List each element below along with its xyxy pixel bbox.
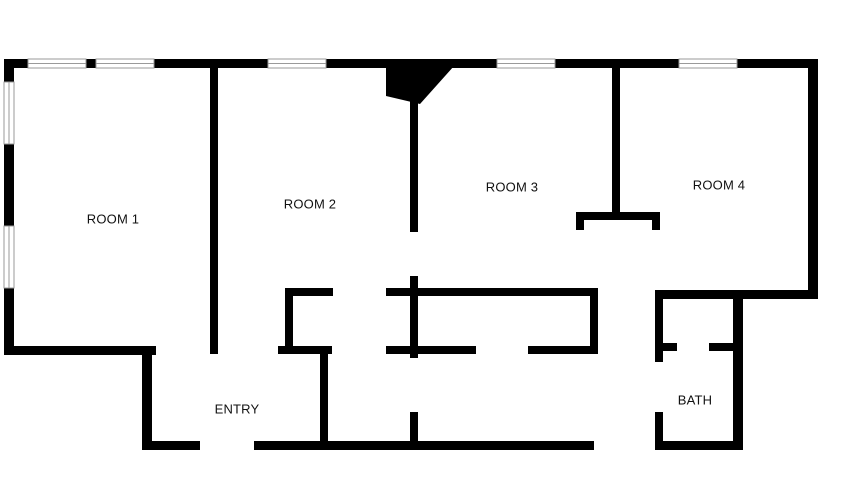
- window-left-2: [3, 225, 15, 289]
- wall-hall-left: [285, 288, 293, 354]
- wall-room1-bottom: [4, 346, 156, 355]
- wall-room3-room4: [612, 66, 620, 216]
- wall-bottom-a: [142, 441, 200, 450]
- wall-bottom-b: [254, 441, 594, 450]
- doorway-bath: [654, 362, 664, 412]
- wall-room1-room2: [210, 66, 218, 354]
- wall-top: [4, 59, 818, 68]
- room-4-label: ROOM 4: [693, 177, 745, 192]
- wall-room2-room3-upper: [410, 96, 418, 232]
- window-top-5: [678, 58, 738, 69]
- doorway-room2: [222, 345, 278, 356]
- wall-bath-top-a: [655, 343, 677, 351]
- wall-room2-room3-lower: [410, 276, 418, 358]
- wall-hall-bottom-a: [278, 346, 332, 354]
- wall-hall-top-b: [386, 288, 598, 296]
- wall-entry-right: [320, 346, 328, 450]
- bath-label: BATH: [678, 392, 713, 407]
- wall-hall-top-a: [285, 288, 333, 296]
- wall-room4-bottom: [655, 290, 818, 299]
- window-top-2: [95, 58, 155, 69]
- room-3-label: ROOM 3: [486, 179, 538, 194]
- wall-closet-right: [652, 212, 660, 230]
- door-openings: [156, 345, 664, 451]
- wall-closet-top: [576, 212, 660, 220]
- window-top-1: [27, 58, 87, 69]
- room-1-label: ROOM 1: [87, 211, 139, 226]
- entry-label: ENTRY: [215, 401, 260, 416]
- doorway-room1: [156, 345, 210, 356]
- wall-closet-left: [576, 212, 584, 230]
- room-2-label: ROOM 2: [284, 196, 336, 211]
- outer-walls: [4, 59, 818, 450]
- room-labels: ROOM 1 ROOM 2 ROOM 3 ROOM 4 ENTRY BATH: [87, 177, 745, 416]
- doorway-entry: [200, 440, 254, 451]
- doorway-back: [594, 440, 655, 451]
- window-top-4: [496, 58, 556, 69]
- window-left-1: [3, 81, 15, 145]
- window-top-3: [267, 58, 327, 69]
- wall-right: [808, 59, 818, 299]
- wall-hall-right: [590, 288, 598, 354]
- wall-hall-bottom-c: [528, 346, 598, 354]
- windows: [3, 58, 738, 289]
- wall-hall-bottom-b: [386, 346, 476, 354]
- wall-bath-right: [733, 290, 743, 450]
- wall-bath-top-b: [709, 343, 739, 351]
- wall-center-lower: [410, 412, 418, 450]
- wall-entry-left: [142, 346, 152, 450]
- wall-left: [4, 59, 14, 355]
- corner-chimney: [386, 66, 454, 104]
- wall-bottom-c: [655, 441, 743, 450]
